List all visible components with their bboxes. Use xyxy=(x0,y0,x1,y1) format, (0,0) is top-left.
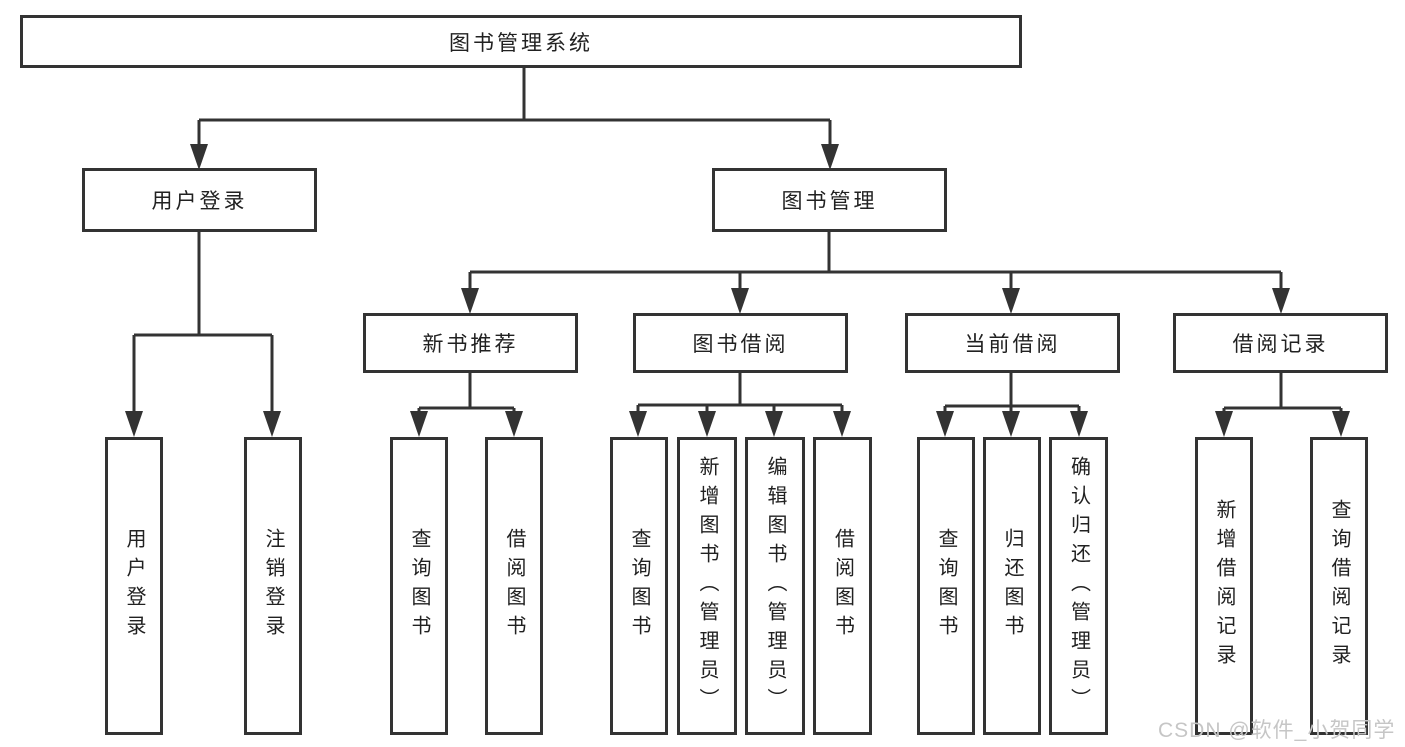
arrowhead-icons xyxy=(125,144,1350,437)
leaf-return-books: 归还图书 xyxy=(983,437,1041,735)
leaf-add-books-admin: 新增图书（管理员） xyxy=(677,437,737,735)
node-book-borrow-label: 图书借阅 xyxy=(692,333,789,356)
leaf-user-login: 用户登录 xyxy=(105,437,163,735)
leaf-query-books-1: 查询图书 xyxy=(390,437,448,735)
node-current-borrow-label: 当前借阅 xyxy=(964,333,1061,356)
node-book-management-label: 图书管理 xyxy=(781,190,878,213)
node-new-book-recommend-label: 新书推荐 xyxy=(422,333,519,356)
node-book-borrow: 图书借阅 xyxy=(633,313,848,373)
node-root: 图书管理系统 xyxy=(20,15,1022,68)
leaf-query-books-2: 查询图书 xyxy=(610,437,668,735)
leaf-query-books-2-label: 查询图书 xyxy=(628,528,650,644)
leaf-user-login-label: 用户登录 xyxy=(123,528,145,644)
csdn-watermark: CSDN @软件_小贺同学 xyxy=(1158,719,1396,742)
leaf-query-books-3: 查询图书 xyxy=(917,437,975,735)
leaf-add-borrow-record: 新增借阅记录 xyxy=(1195,437,1253,735)
leaf-query-books-3-label: 查询图书 xyxy=(935,528,957,644)
leaf-confirm-return-admin: 确认归还（管理员） xyxy=(1049,437,1108,735)
leaf-edit-books-admin-label: 编辑图书（管理员） xyxy=(764,455,786,717)
leaf-borrow-books-1: 借阅图书 xyxy=(485,437,543,735)
leaf-edit-books-admin: 编辑图书（管理员） xyxy=(745,437,805,735)
node-root-label: 图书管理系统 xyxy=(449,31,593,55)
node-user-login-label: 用户登录 xyxy=(151,190,248,213)
leaf-confirm-return-admin-label: 确认归还（管理员） xyxy=(1067,455,1090,717)
node-user-login: 用户登录 xyxy=(82,168,317,232)
node-book-management: 图书管理 xyxy=(712,168,947,232)
leaf-query-borrow-record-label: 查询借阅记录 xyxy=(1328,499,1350,673)
leaf-add-borrow-record-label: 新增借阅记录 xyxy=(1213,499,1235,673)
leaf-logout-label: 注销登录 xyxy=(262,528,284,644)
node-borrow-records-label: 借阅记录 xyxy=(1232,333,1329,356)
leaf-borrow-books-2-label: 借阅图书 xyxy=(831,528,854,644)
leaf-borrow-books-2: 借阅图书 xyxy=(813,437,872,735)
leaf-add-books-admin-label: 新增图书（管理员） xyxy=(696,455,718,717)
leaf-query-borrow-record: 查询借阅记录 xyxy=(1310,437,1368,735)
node-borrow-records: 借阅记录 xyxy=(1173,313,1388,373)
leaf-logout: 注销登录 xyxy=(244,437,302,735)
leaf-return-books-label: 归还图书 xyxy=(1001,528,1023,644)
leaf-borrow-books-1-label: 借阅图书 xyxy=(503,528,525,644)
node-new-book-recommend: 新书推荐 xyxy=(363,313,578,373)
node-current-borrow: 当前借阅 xyxy=(905,313,1120,373)
leaf-query-books-1-label: 查询图书 xyxy=(408,528,430,644)
